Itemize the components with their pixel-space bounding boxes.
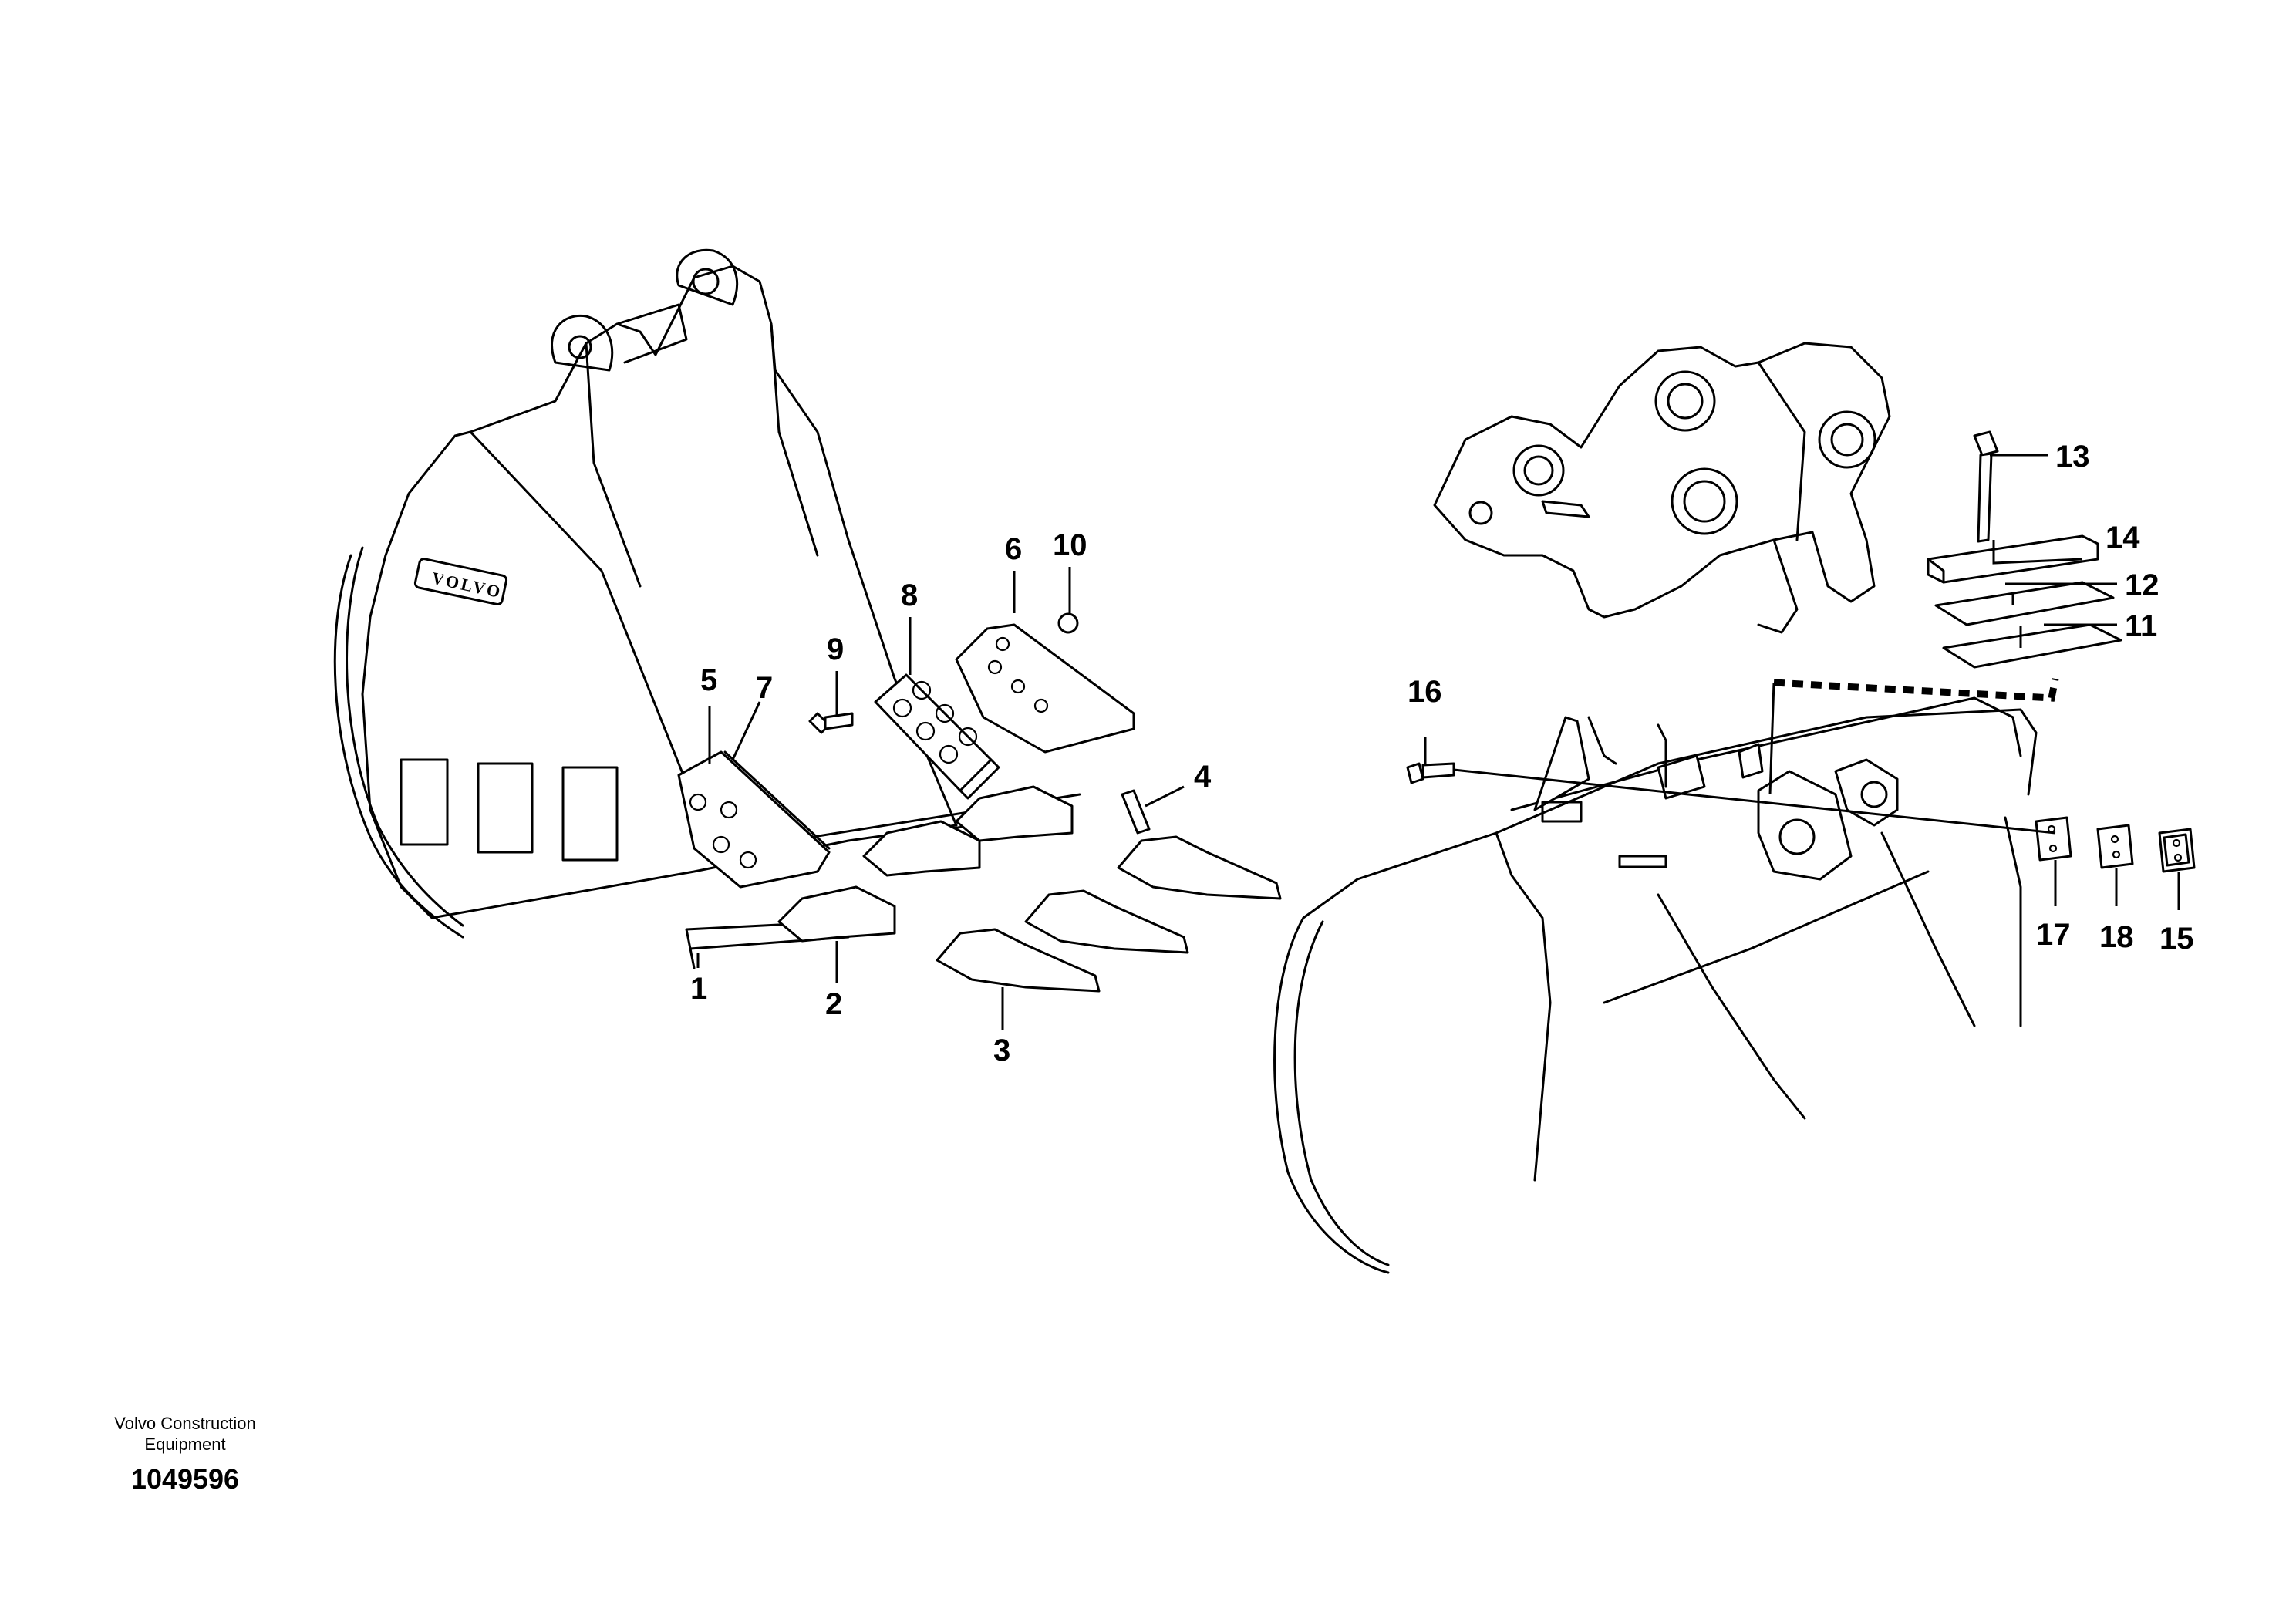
right-bucket: [1273, 696, 2038, 1274]
dashed-assembly-line: [1773, 678, 2059, 702]
callout-12: 12: [2125, 568, 2159, 602]
shim-11: [1942, 623, 2122, 669]
side-plate-5: [677, 750, 831, 889]
bolt-13: [1973, 430, 1999, 543]
callout-numbers: 1 2 3 4 5 6 7 8 9 10 11 12 13 14 15 16 1…: [690, 440, 2194, 1067]
shim-12: [1934, 581, 2115, 626]
callout-1: 1: [690, 972, 707, 1006]
callout-18: 18: [2099, 920, 2134, 954]
callout-5: 5: [700, 663, 717, 697]
nut-10: [1057, 612, 1079, 634]
wear-plate-8: [874, 673, 1000, 800]
callout-17: 17: [2036, 918, 2071, 952]
company-name-line1: Volvo Construction: [114, 1414, 255, 1433]
callout-14: 14: [2106, 521, 2140, 555]
side-cutter-6: [955, 623, 1135, 754]
retainer-pin-4: [1121, 789, 1151, 835]
bolt-9: [808, 712, 854, 734]
plate-17: [2035, 816, 2072, 862]
tooth-adapters: [777, 785, 1074, 943]
callout-15: 15: [2159, 922, 2194, 956]
plate-18: [2096, 824, 2134, 869]
plate-15: [2158, 828, 2196, 873]
quick-coupler: [1433, 342, 1891, 634]
leader-lines: [696, 454, 2180, 1030]
callout-6: 6: [1005, 532, 1022, 566]
document-number: 1049596: [131, 1463, 239, 1495]
callout-8: 8: [901, 578, 918, 612]
bolt-16: [1406, 762, 1455, 784]
company-name-line2: Equipment: [144, 1435, 225, 1454]
callout-10: 10: [1053, 528, 1087, 562]
callout-9: 9: [827, 632, 844, 666]
callout-4: 4: [1194, 760, 1212, 794]
shim-plate-14: [1927, 534, 2099, 584]
callout-7: 7: [756, 671, 773, 705]
footer: Volvo Construction Equipment 1049596: [114, 1414, 255, 1495]
callout-11: 11: [2125, 609, 2157, 643]
callout-3: 3: [993, 1034, 1010, 1067]
callout-13: 13: [2055, 440, 2090, 474]
callout-2: 2: [825, 987, 842, 1021]
callout-16: 16: [1408, 675, 1442, 709]
bucket-teeth: [936, 835, 1282, 993]
